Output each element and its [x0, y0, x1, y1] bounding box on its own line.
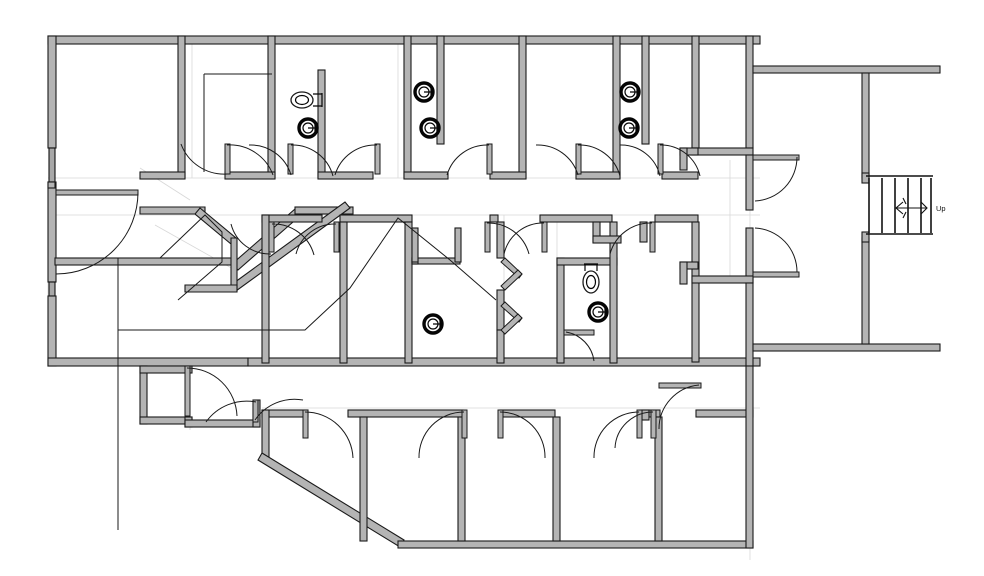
- door-lower-left-b[interactable]: [205, 398, 304, 423]
- exterior-wall-left-upper: [47, 35, 57, 183]
- inner-outline-room2: [203, 73, 272, 172]
- exterior-wall-bottom-main: [47, 357, 761, 367]
- door-room5-top[interactable]: [535, 143, 621, 177]
- door-bath-a[interactable]: [248, 143, 334, 177]
- door-bottom-room5-upper[interactable]: [658, 382, 702, 430]
- exterior-wall-left-middle: [47, 181, 57, 297]
- right-wing-corridor: [752, 65, 941, 352]
- door-room3-top[interactable]: [334, 143, 381, 176]
- vestibule-lower-left: [139, 365, 261, 428]
- sink-alcove-a-upper: [413, 81, 435, 103]
- stair-direction-arrow: [895, 197, 928, 219]
- stair-run: [866, 175, 933, 235]
- door-mid-room2[interactable]: [295, 221, 340, 255]
- sink-bath-middle: [587, 301, 609, 323]
- toilet-bath-middle: [582, 263, 600, 294]
- door-room1-left[interactable]: [55, 189, 139, 275]
- door-room6-top[interactable]: [619, 143, 701, 177]
- double-door-right[interactable]: [752, 154, 800, 278]
- door-bottom-room5-lower[interactable]: [614, 409, 657, 449]
- stair-up-label: Up: [936, 204, 946, 213]
- angled-stair-enclosure: [117, 206, 238, 530]
- bifold-door-lower[interactable]: [500, 301, 523, 335]
- angled-partition-left: [47, 181, 354, 292]
- door-room2-top[interactable]: [180, 143, 274, 176]
- sink-mid-counter: [422, 313, 444, 335]
- door-mid-room5[interactable]: [609, 221, 656, 255]
- exterior-wall-right-main: [691, 35, 754, 367]
- corridor-right-jogs: [679, 147, 699, 285]
- bottom-wing-partitions: [359, 409, 663, 542]
- door-mid-room4[interactable]: [503, 221, 548, 255]
- door-bottom-room4[interactable]: [593, 409, 643, 459]
- door-bottom-room1[interactable]: [302, 409, 354, 459]
- door-bottom-room2[interactable]: [418, 409, 468, 459]
- door-lower-left-a[interactable]: [184, 365, 238, 417]
- sink-alcove-a-lower: [419, 117, 441, 139]
- door-bottom-room3[interactable]: [497, 409, 546, 459]
- door-mid-room3[interactable]: [484, 221, 530, 255]
- partition-walls-top-row: [177, 35, 700, 179]
- bifold-door-upper[interactable]: [500, 257, 523, 291]
- door-room4-top[interactable]: [446, 143, 493, 176]
- sink-alcove-b-upper: [619, 81, 641, 103]
- sink-alcove-b-lower: [618, 117, 640, 139]
- corridor-wall-upper: [139, 171, 699, 180]
- bottom-wing-shell: [257, 365, 754, 549]
- door-mid-room1[interactable]: [230, 221, 315, 256]
- inner-outline-lower-left: [118, 217, 497, 331]
- partition-walls-middle-row: [261, 214, 700, 364]
- toilet-bath-a: [290, 91, 323, 109]
- door-bath-middle[interactable]: [563, 329, 595, 362]
- exterior-wall-left-lower: [47, 295, 57, 367]
- sink-bath-a: [297, 117, 319, 139]
